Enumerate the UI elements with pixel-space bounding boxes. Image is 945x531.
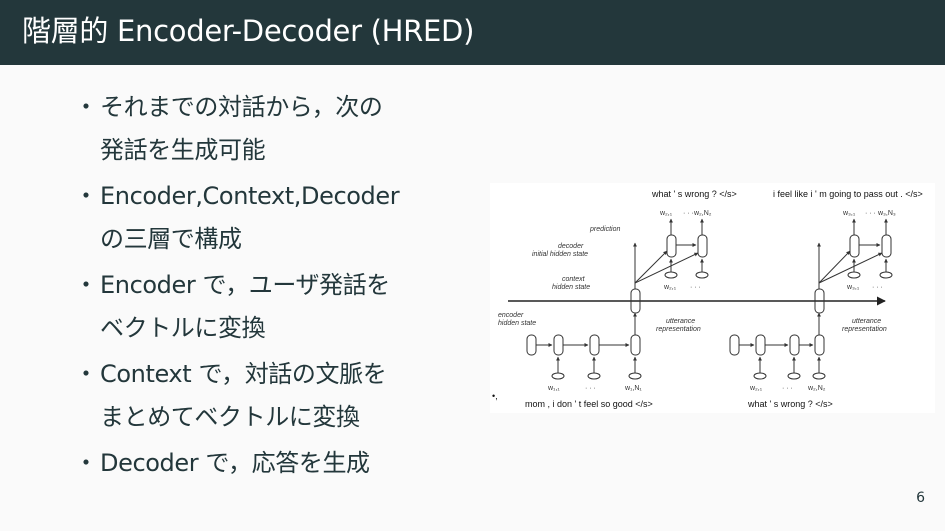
right-decoder-row [817, 218, 893, 289]
bullet-dot: ・ [74, 449, 98, 477]
bullet-text: Decoder で，応答を生成 [100, 449, 370, 477]
right-encoder-row [729, 312, 826, 380]
source-sentence-left: mom , i don ' t feel so good </s> [525, 399, 653, 409]
bullet-dot: ・ [74, 182, 98, 210]
slide-title: 階層的 Encoder-Decoder (HRED) [22, 14, 475, 48]
page-number: 6 [916, 490, 925, 506]
token-w3-1-mid: w₃,₁ [846, 284, 860, 291]
source-sentence-right: what ' s wrong ? </s> [747, 399, 833, 409]
left-encoder-row [526, 312, 642, 380]
title-bar: 階層的 Encoder-Decoder (HRED) [0, 0, 945, 65]
hred-diagram-svg: what ' s wrong ? </s> i feel like i ' m … [492, 189, 923, 409]
token-w1-1: w₁,₁ [547, 385, 560, 392]
token-w2-1-top: w₂,₁ [659, 210, 673, 217]
bullet-text: Encoder で，ユーザ発話を ベクトルに変換 [100, 271, 390, 342]
token-w3-1-top: w₃,₁ [842, 210, 856, 217]
context-hidden-label: context hidden state [552, 276, 590, 291]
stray-mark: •, [492, 391, 498, 401]
token-w2-n2-bot: w₂,N₂ [807, 385, 826, 392]
token-w3-n3-top: w₃,N₃ [877, 210, 896, 217]
bullet-text: それまでの対話から，次の 発話を生成可能 [100, 93, 383, 164]
target-sentence-right: i feel like i ' m going to pass out . </… [773, 189, 923, 199]
encoder-hidden-label: encoder hidden state [498, 312, 536, 327]
bullet-dot: ・ [74, 360, 98, 388]
dots: · · · [690, 284, 701, 291]
bullet-item: ・ Encoder で，ユーザ発話を ベクトルに変換 [72, 264, 452, 350]
token-w2-1-bot: w₂,₁ [749, 385, 763, 392]
token-w1-n1: w₁,N₁ [624, 385, 642, 392]
prediction-label: prediction [589, 226, 620, 233]
bullet-item: ・ Context で，対話の文脈を まとめてベクトルに変換 [72, 353, 452, 439]
dots: · · · [585, 385, 596, 392]
bullet-item: ・ Encoder,Context,Decoder の三層で構成 [72, 175, 452, 261]
bullet-text: Context で，対話の文脈を まとめてベクトルに変換 [100, 360, 387, 431]
bullet-item: ・ Decoder で，応答を生成 [72, 442, 452, 485]
dots: · · · [872, 284, 883, 291]
dots: · · · [782, 385, 793, 392]
bullet-list: ・ それまでの対話から，次の 発話を生成可能 ・ Encoder,Context… [72, 86, 452, 488]
bullet-item: ・ それまでの対話から，次の 発話を生成可能 [72, 86, 452, 172]
bullet-text: Encoder,Context,Decoder の三層で構成 [100, 182, 400, 253]
bullet-dot: ・ [74, 271, 98, 299]
utterance-rep-label-right: utterance representation [842, 318, 887, 333]
bullet-dot: ・ [74, 93, 98, 121]
decoder-init-label: decoder initial hidden state [532, 243, 588, 258]
token-w2-n2-top: w₂,N₂ [693, 210, 712, 217]
target-sentence-left: what ' s wrong ? </s> [651, 189, 737, 199]
dots: · · · [683, 210, 694, 217]
token-w2-1-mid: w₂,₁ [663, 284, 677, 291]
utterance-rep-label-left: utterance representation [656, 318, 701, 333]
left-decoder-row [633, 218, 709, 289]
hred-diagram: what ' s wrong ? </s> i feel like i ' m … [490, 183, 935, 413]
dots: · · · [865, 210, 876, 217]
